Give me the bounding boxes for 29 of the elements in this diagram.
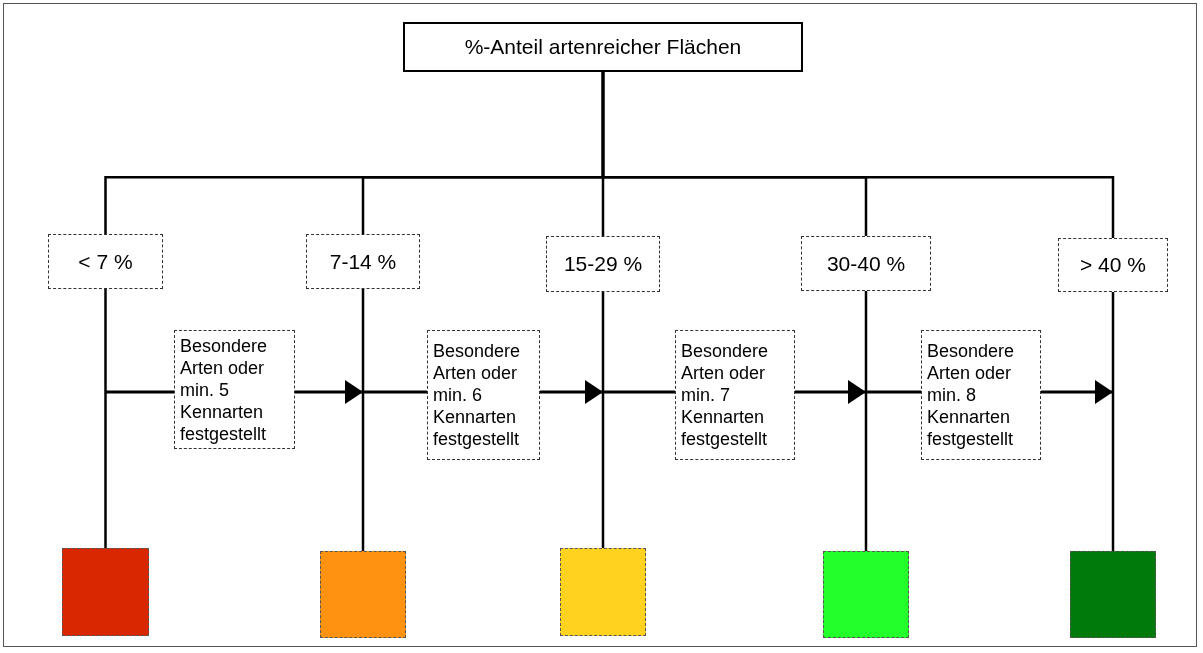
condition-text: Besondere Arten oder min. 7 Kennarten festgestellt [681, 340, 770, 450]
arrow [1041, 380, 1113, 404]
arrow [795, 380, 866, 404]
arrow [540, 380, 603, 404]
range-text: 15-29 % [563, 252, 643, 276]
connector-line [361, 289, 365, 551]
arrow [295, 380, 363, 404]
condition-text: Besondere Arten oder min. 6 Kennarten festgestellt [433, 340, 522, 450]
status-square [1070, 551, 1156, 638]
connector-line [1111, 292, 1115, 551]
connector-line [603, 390, 675, 394]
status-square [823, 551, 909, 638]
status-square [62, 548, 149, 636]
connector-line [105, 390, 174, 394]
range-text: 30-40 % [826, 251, 906, 276]
connector-line [864, 291, 868, 551]
condition-text: Besondere Arten oder min. 8 Kennarten festgestellt [927, 340, 1016, 450]
connector-line [866, 390, 921, 394]
range-text: < 7 % [78, 249, 133, 274]
condition-text: Besondere Arten oder min. 5 Kennarten festgestellt [180, 334, 269, 445]
range-text: 7-14 % [329, 249, 397, 274]
connector-line [601, 72, 1115, 238]
connector-line [104, 289, 107, 548]
status-square [560, 548, 646, 636]
connector-line [363, 390, 427, 394]
range-text: > 40 % [1080, 253, 1146, 277]
connector-line [601, 292, 605, 548]
status-square [320, 551, 406, 638]
header-text: %-Anteil artenreicher Flächen [464, 35, 742, 59]
